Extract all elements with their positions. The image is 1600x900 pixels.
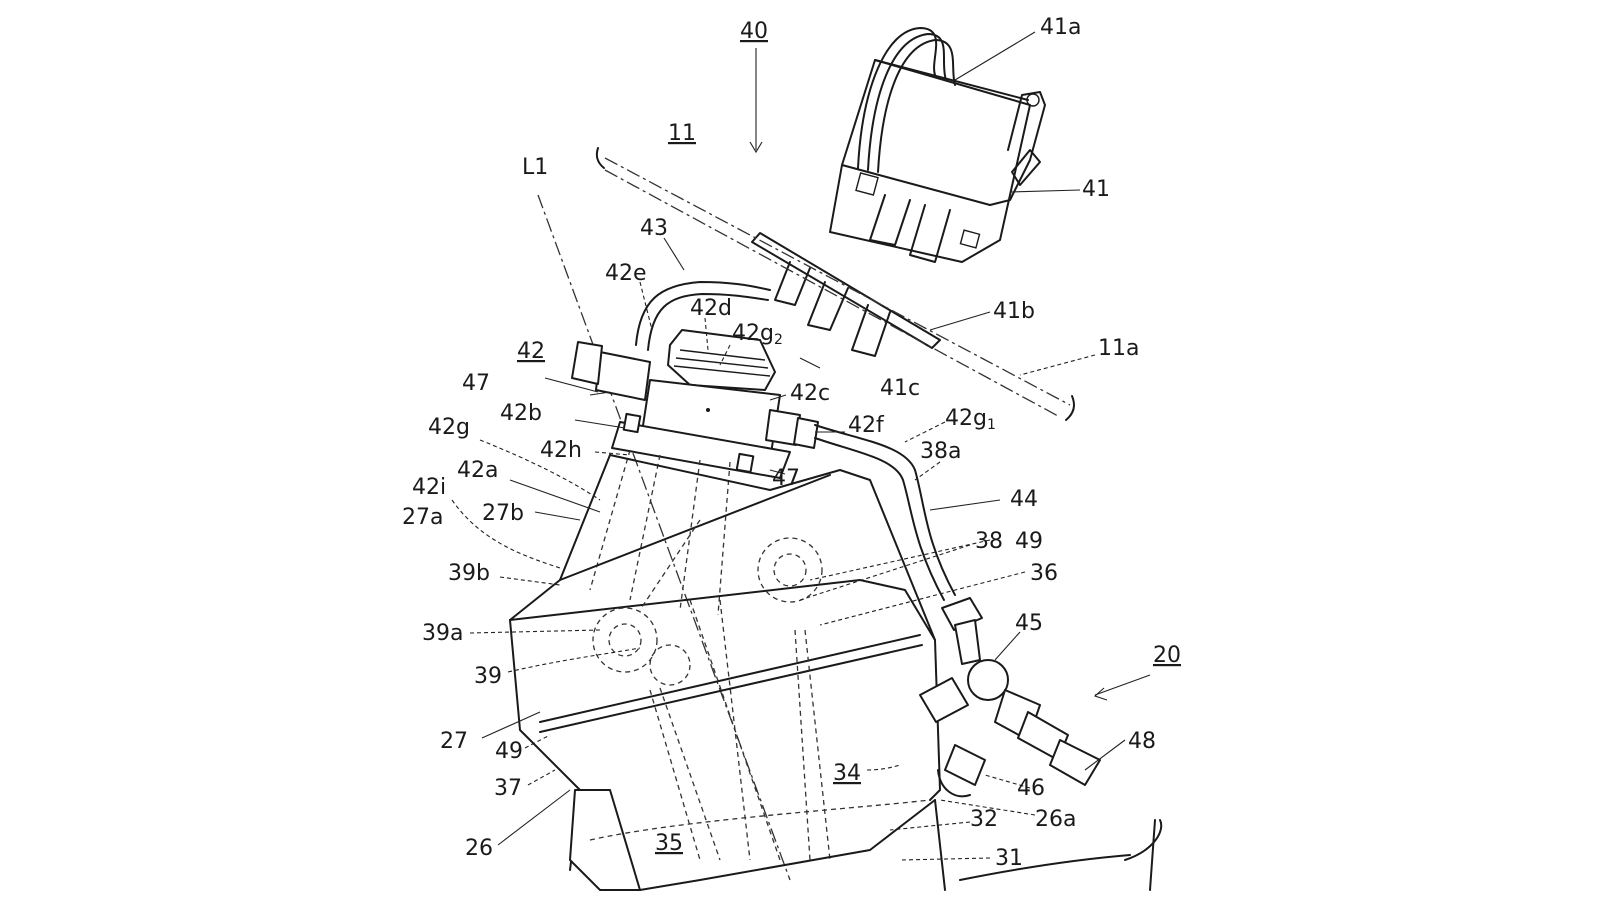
housing-27 bbox=[509, 454, 941, 861]
label-39b: 39b bbox=[448, 561, 490, 586]
label-42c: 42c bbox=[790, 381, 830, 406]
label-38a: 38a bbox=[920, 439, 961, 464]
label-42: 42 bbox=[517, 339, 545, 364]
label-40: 40 bbox=[740, 19, 768, 44]
label-26: 26 bbox=[465, 836, 493, 861]
label-42f: 42f bbox=[848, 413, 885, 438]
label-34: 34 bbox=[833, 761, 861, 786]
label-27: 27 bbox=[440, 729, 468, 754]
label-27a: 27a bbox=[402, 505, 443, 530]
label-42e: 42e bbox=[605, 261, 647, 286]
label-42g1: 42g1 bbox=[945, 406, 996, 433]
label-26a: 26a bbox=[1035, 807, 1076, 832]
label-42g: 42g bbox=[428, 415, 470, 440]
label-32: 32 bbox=[970, 807, 998, 832]
mounting-plate-11 bbox=[595, 147, 1075, 421]
label-44: 44 bbox=[1010, 487, 1038, 512]
label-49-lower: 49 bbox=[495, 739, 523, 764]
label-46: 46 bbox=[1017, 776, 1045, 801]
label-42a: 42a bbox=[457, 458, 498, 483]
leader-lines bbox=[451, 31, 1151, 861]
label-36: 36 bbox=[1030, 561, 1058, 586]
label-47-upper: 47 bbox=[462, 371, 490, 396]
label-11a: 11a bbox=[1098, 336, 1139, 361]
hose-43 bbox=[635, 281, 771, 346]
label-47-lower: 47 bbox=[772, 466, 800, 491]
label-35: 35 bbox=[655, 831, 683, 856]
lower-body-26 bbox=[569, 789, 1163, 891]
label-L1: L1 bbox=[522, 155, 548, 180]
label-41b: 41b bbox=[993, 299, 1035, 324]
label-48: 48 bbox=[1128, 729, 1156, 754]
label-42h: 42h bbox=[540, 438, 582, 463]
label-45: 45 bbox=[1015, 611, 1043, 636]
label-41: 41 bbox=[1082, 177, 1110, 202]
label-31: 31 bbox=[995, 846, 1023, 871]
label-42g2: 42g2 bbox=[732, 321, 783, 348]
label-38: 38 bbox=[975, 529, 1003, 554]
label-27b: 27b bbox=[482, 501, 524, 526]
label-41c: 41c bbox=[880, 376, 920, 401]
reference-labels: 40 41a 11 41 L1 43 42e 42d 42g2 41b 11a … bbox=[402, 15, 1181, 871]
label-43: 43 bbox=[640, 216, 668, 241]
fitting-45 bbox=[919, 597, 1101, 798]
valve-assembly-42 bbox=[571, 329, 819, 616]
label-42d: 42d bbox=[690, 296, 732, 321]
label-39a: 39a bbox=[422, 621, 463, 646]
label-20: 20 bbox=[1153, 643, 1181, 668]
label-39: 39 bbox=[474, 664, 502, 689]
label-41a: 41a bbox=[1040, 15, 1081, 40]
label-49-upper: 49 bbox=[1015, 529, 1043, 554]
label-42i: 42i bbox=[412, 475, 446, 500]
label-42b: 42b bbox=[500, 401, 542, 426]
hose-44 bbox=[814, 424, 956, 596]
label-37: 37 bbox=[494, 776, 522, 801]
label-11: 11 bbox=[668, 121, 696, 146]
